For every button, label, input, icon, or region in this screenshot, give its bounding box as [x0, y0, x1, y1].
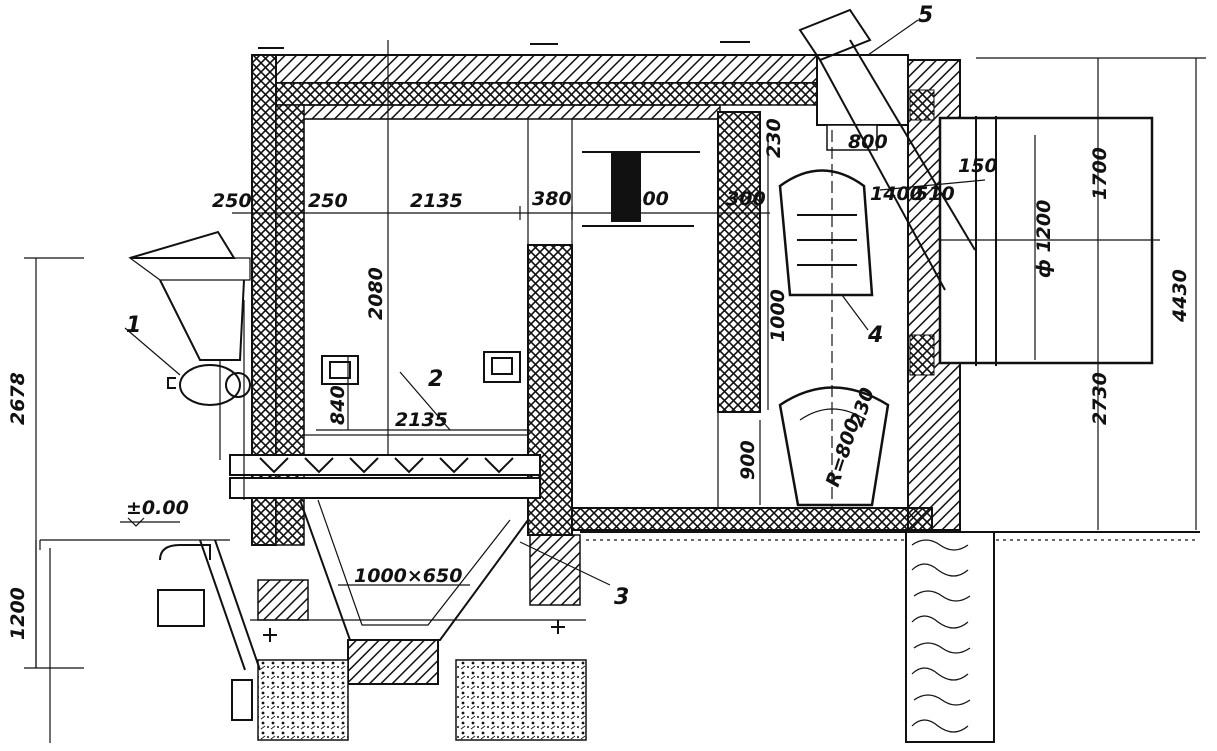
- fuel-feeder: [128, 230, 251, 500]
- dim-door-height: 840: [327, 385, 349, 425]
- dim-baffle: 300: [726, 188, 766, 210]
- dim-vent-offset: 1400: [870, 183, 923, 205]
- dim-upper-block: 800: [848, 131, 888, 153]
- dim-wall-left-inner: 250: [308, 190, 348, 212]
- dimension-labels: 250 250 2135 380 1400 300 1400 510 150 8…: [7, 118, 1191, 640]
- dimension-lines: [24, 19, 1206, 669]
- dim-pipe-diameter: ф 1200: [1033, 200, 1055, 278]
- dim-left-height: 2678: [7, 372, 29, 425]
- callout-2: 2: [428, 367, 443, 392]
- dim-right-height-top: 1700: [1089, 147, 1111, 200]
- dim-chamber-width-top: 2135: [410, 190, 463, 212]
- callout-4: 4: [867, 323, 883, 348]
- stack-pipe: [798, 8, 1160, 366]
- dim-wall-left-outer: 250: [212, 190, 252, 212]
- dim-bottom-door-height: 900: [737, 440, 759, 480]
- doors: [321, 169, 890, 507]
- foundation-rubble: [580, 531, 1200, 743]
- dim-vent-gap: 510: [915, 183, 955, 205]
- dim-vent-width: 150: [958, 155, 998, 177]
- dim-zero-level: ±0.00: [126, 497, 189, 519]
- blower-unit: [39, 539, 261, 743]
- dim-ash-pit: 1000×650: [354, 565, 462, 587]
- dim-right-height-bottom: 2730: [1089, 372, 1111, 425]
- dim-pit-depth: 1200: [7, 587, 29, 640]
- callout-5: 5: [918, 3, 933, 28]
- grate-and-ash-pit: [229, 454, 587, 741]
- callout-1: 1: [126, 313, 141, 338]
- dim-total-height: 4430: [1169, 269, 1191, 323]
- callout-3: 3: [614, 585, 629, 610]
- dim-partition: 380: [532, 188, 572, 210]
- dim-opening-height: 1000: [767, 289, 789, 342]
- dim-chamber-height: 2080: [365, 267, 387, 320]
- callout-labels: 1 2 3 4 5: [126, 3, 933, 610]
- dim-grate-width: 2135: [395, 409, 448, 431]
- dim-roof-span: 1400: [616, 188, 669, 210]
- dim-upper-gap: 230: [763, 118, 785, 158]
